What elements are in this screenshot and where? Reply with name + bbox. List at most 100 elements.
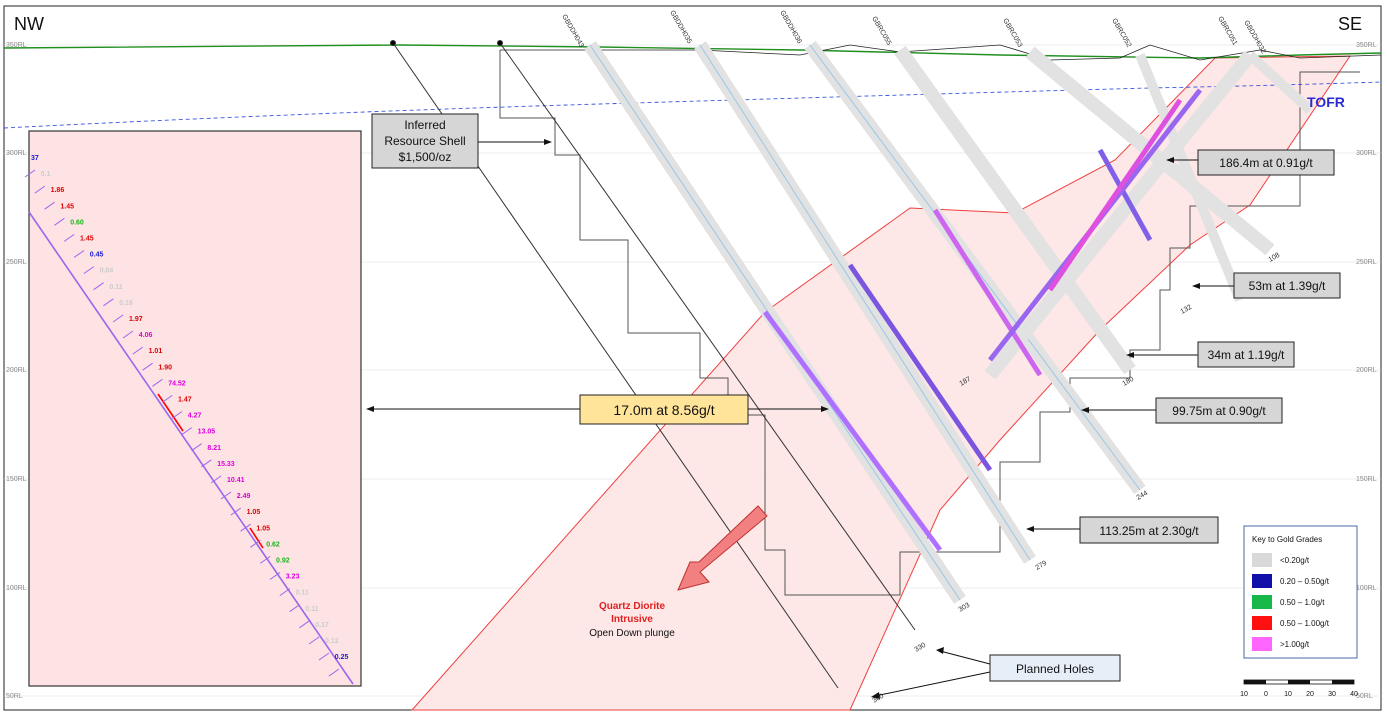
rl-labels-right: 350RL 300RL 250RL 200RL 150RL 100RL 50RL xyxy=(1356,42,1377,700)
inset-tick xyxy=(328,668,340,677)
se-label: SE xyxy=(1338,14,1362,34)
rl-label: 50RL xyxy=(1356,693,1373,700)
svg-text:186.4m at 0.91g/t: 186.4m at 0.91g/t xyxy=(1219,156,1313,170)
inset-ticks xyxy=(24,169,340,677)
scale-tick: 0 xyxy=(1264,691,1268,698)
inset-assay-value: 1.47 xyxy=(178,397,192,404)
inset-assay-value: 1.05 xyxy=(247,509,261,516)
inset-assay-value: 1.45 xyxy=(60,203,74,210)
hole-depth: 244 xyxy=(1136,490,1150,502)
intrusive-label: Quartz Diorite Intrusive Open Down plung… xyxy=(589,601,675,639)
inset-assay-value: 1.90 xyxy=(158,364,172,371)
inset-assay-value: 0.92 xyxy=(276,558,290,565)
inset-assay-value: 0.60 xyxy=(70,219,84,226)
callout-34m: 34m at 1.19g/t xyxy=(1197,341,1295,368)
inset-assay-value: 1.86 xyxy=(51,187,65,194)
svg-text:17.0m at 8.56g/t: 17.0m at 8.56g/t xyxy=(613,402,714,418)
inset-assay-value: 1.45 xyxy=(80,236,94,243)
inset-tick xyxy=(63,233,75,242)
svg-text:$1,500/oz: $1,500/oz xyxy=(399,150,452,164)
inset-tick xyxy=(142,362,153,371)
inset-assay-value: 0.11 xyxy=(296,590,309,597)
rl-label: 300RL xyxy=(6,150,27,157)
inset-tick xyxy=(279,588,291,597)
inset-assay-value: 0.04 xyxy=(100,268,114,275)
inset-assay-value: 1.05 xyxy=(256,525,270,532)
inset-assay-value: 0.11 xyxy=(305,606,318,613)
callout-main-intercept: 17.0m at 8.56g/t xyxy=(579,394,749,425)
scale-tick: 10 xyxy=(1240,691,1248,698)
intercept-segments xyxy=(762,88,1202,552)
key-label: 0.20 – 0.50g/t xyxy=(1280,577,1330,586)
callout-planned-holes: Planned Holes xyxy=(989,654,1121,682)
svg-text:Open Down plunge: Open Down plunge xyxy=(589,628,675,639)
inset-tick xyxy=(240,523,251,532)
inset-tick xyxy=(152,378,163,387)
rl-label: 50RL xyxy=(6,693,23,700)
svg-text:Inferred: Inferred xyxy=(404,118,445,132)
hole-depth: 108 xyxy=(1268,252,1282,264)
inset-tick xyxy=(220,491,232,500)
inset-assay-value: 0.45 xyxy=(90,252,104,259)
hole-depth: 180 xyxy=(1122,376,1136,388)
inset-tick xyxy=(289,604,300,613)
plunge-arrow xyxy=(677,505,768,591)
key-swatch xyxy=(1252,637,1272,651)
inset-tick xyxy=(24,169,36,178)
hole-depth: 330 xyxy=(914,642,928,654)
inset-values: 370.11.861.450.601.450.450.040.110.161.9… xyxy=(31,155,349,661)
rl-labels-left: 350RL 300RL 250RL 200RL 150RL 100RL 50RL xyxy=(6,42,27,700)
rl-label: 150RL xyxy=(1356,476,1377,483)
svg-text:113.25m at 2.30g/t: 113.25m at 2.30g/t xyxy=(1099,524,1199,538)
inset-tick xyxy=(201,459,212,468)
inset-assay-value: 3.23 xyxy=(286,574,300,581)
hole-depth: 303 xyxy=(958,602,972,614)
inset-tick xyxy=(34,185,46,194)
hole-depth: 279 xyxy=(1035,560,1049,572)
inset-assay-value: 1.97 xyxy=(129,316,143,323)
svg-text:99.75m at 0.90g/t: 99.75m at 0.90g/t xyxy=(1172,404,1266,418)
rl-label: 100RL xyxy=(6,585,27,592)
key-label: 0.50 – 1.00g/t xyxy=(1280,619,1330,628)
inset-assay-value: 13.05 xyxy=(198,429,216,436)
inset-tick xyxy=(122,330,134,339)
resource-shell-outline xyxy=(499,50,1360,596)
svg-text:Planned Holes: Planned Holes xyxy=(1016,662,1094,676)
inset-tick xyxy=(93,282,104,291)
scale-tick: 20 xyxy=(1306,691,1314,698)
inset-tick xyxy=(181,427,193,436)
inset-assay-value: 8.21 xyxy=(207,445,221,452)
callout-186m: 186.4m at 0.91g/t xyxy=(1197,149,1335,176)
inset-tick xyxy=(299,620,310,629)
rl-label: 300RL xyxy=(1356,150,1377,157)
inset-assay-value: 4.06 xyxy=(139,332,153,339)
rl-label: 250RL xyxy=(6,259,27,266)
inset-tick xyxy=(132,346,144,355)
svg-text:Resource Shell: Resource Shell xyxy=(384,134,465,148)
inset-assay-value: 74.52 xyxy=(168,380,186,387)
svg-text:Intrusive: Intrusive xyxy=(611,614,653,625)
key-label: 0.50 – 1.0g/t xyxy=(1280,598,1325,607)
hole-depths: 108 132 187 180 244 279 303 330 360 xyxy=(872,252,1282,705)
inset-tick xyxy=(171,411,183,419)
inset-tick xyxy=(112,314,124,323)
rl-label: 100RL xyxy=(1356,585,1377,592)
key-swatch xyxy=(1252,574,1272,588)
inset-tick xyxy=(161,394,173,403)
scale-bar: 10 0 10 20 30 40 xyxy=(1240,679,1358,698)
inset-assay-value: 10.41 xyxy=(227,477,245,484)
inset-assay-value: 0.16 xyxy=(119,300,133,307)
hole-depth: 360 xyxy=(872,693,886,705)
inset-assay-value: 0.11 xyxy=(109,284,122,291)
inset-assay-value: 2.49 xyxy=(237,493,251,500)
inset-tick xyxy=(44,201,55,210)
inset-assay-value: 0.25 xyxy=(335,654,349,661)
inset-tick xyxy=(250,539,261,548)
inset-tick xyxy=(318,652,330,661)
key-swatch xyxy=(1252,616,1272,630)
scale-tick: 30 xyxy=(1328,691,1336,698)
inset-tick xyxy=(54,217,65,226)
inset-tick xyxy=(308,636,320,645)
